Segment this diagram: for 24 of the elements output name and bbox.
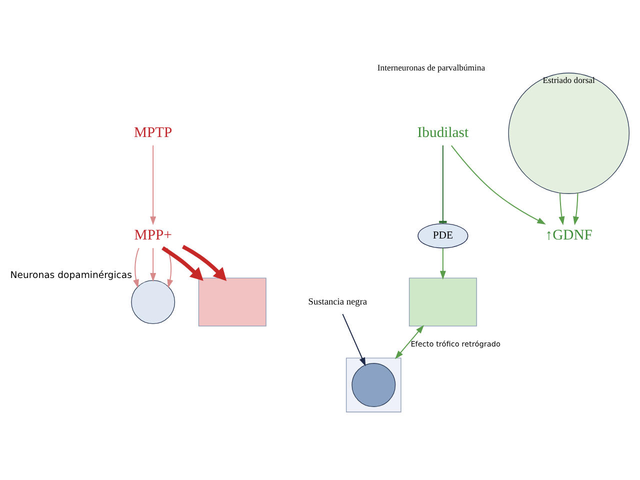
arrow xyxy=(182,244,227,281)
node-ellipse: PDE xyxy=(418,222,468,248)
node-text: Ibudilast xyxy=(417,124,469,141)
arrow xyxy=(342,313,366,366)
arrow xyxy=(150,144,156,225)
node-label: Interneuronas de parvalbúmina xyxy=(377,62,486,72)
node-circle xyxy=(352,362,396,406)
node-label: Neuronas dopaminérgicas xyxy=(10,269,132,280)
node-text: MPP+ xyxy=(134,227,172,244)
arrow xyxy=(162,246,204,280)
node-text: MPTP xyxy=(134,124,172,141)
arrow xyxy=(573,192,580,225)
arrow xyxy=(150,247,156,282)
arrow xyxy=(440,247,446,280)
node-box xyxy=(198,277,266,326)
arrow xyxy=(450,144,546,224)
node-text: Sustancia negra xyxy=(308,297,368,308)
node-box xyxy=(408,277,477,326)
arrow xyxy=(395,324,424,359)
node-text: ↑GDNF xyxy=(545,227,592,244)
arrow xyxy=(558,192,565,225)
arrow xyxy=(166,247,174,288)
arrow xyxy=(133,247,140,288)
node-circle: Estriado dorsal xyxy=(508,72,630,194)
